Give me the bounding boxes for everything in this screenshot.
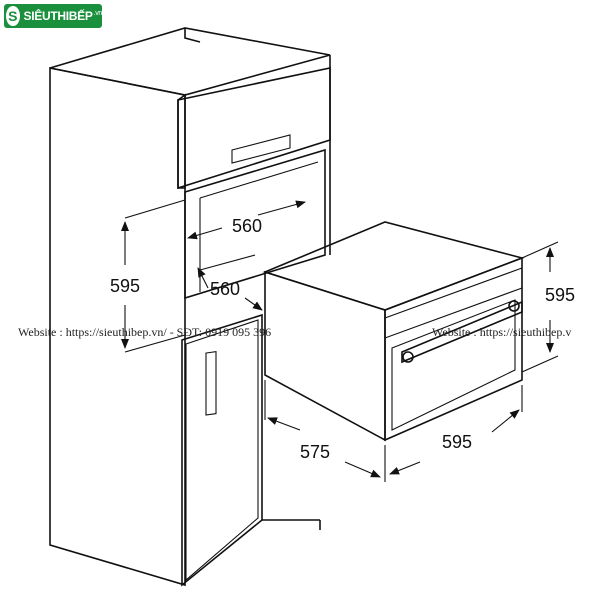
oven-side-face [264, 270, 386, 442]
lower-door-handle [205, 351, 217, 416]
brand-name: SIÊUTHIBẾP.vn [23, 9, 103, 23]
watermark-left: Website : https://sieuthibep.vn/ - SĐT: … [18, 325, 272, 339]
oven-top-face [262, 221, 525, 311]
dim-cabinet-width: 560 [232, 216, 262, 236]
dim-oven-width: 595 [442, 432, 472, 452]
oven-door-window [391, 299, 516, 431]
brand-logo[interactable]: S SIÊUTHIBẾP.vn [4, 4, 102, 28]
upper-drawer [177, 67, 331, 190]
cabinet-left-side [49, 67, 186, 587]
dim-cabinet-depth: 560 [210, 279, 240, 299]
watermark-right: Website : https://sieuthibep.v [432, 325, 572, 339]
oven-control-panel [384, 267, 523, 339]
oven-door-handle [401, 300, 523, 364]
logo-s-icon: S [6, 6, 20, 26]
dim-cabinet-height: 595 [110, 276, 140, 296]
lower-door [181, 313, 263, 587]
cabinet-top-face [49, 27, 331, 96]
dim-oven-depth: 575 [300, 442, 330, 462]
dim-oven-height: 595 [545, 285, 575, 305]
tall-cabinet [49, 27, 331, 587]
dimension-lines [121, 199, 559, 482]
oven-niche [184, 148, 326, 300]
oven-front-face [384, 256, 523, 442]
upper-drawer-handle [231, 134, 291, 164]
